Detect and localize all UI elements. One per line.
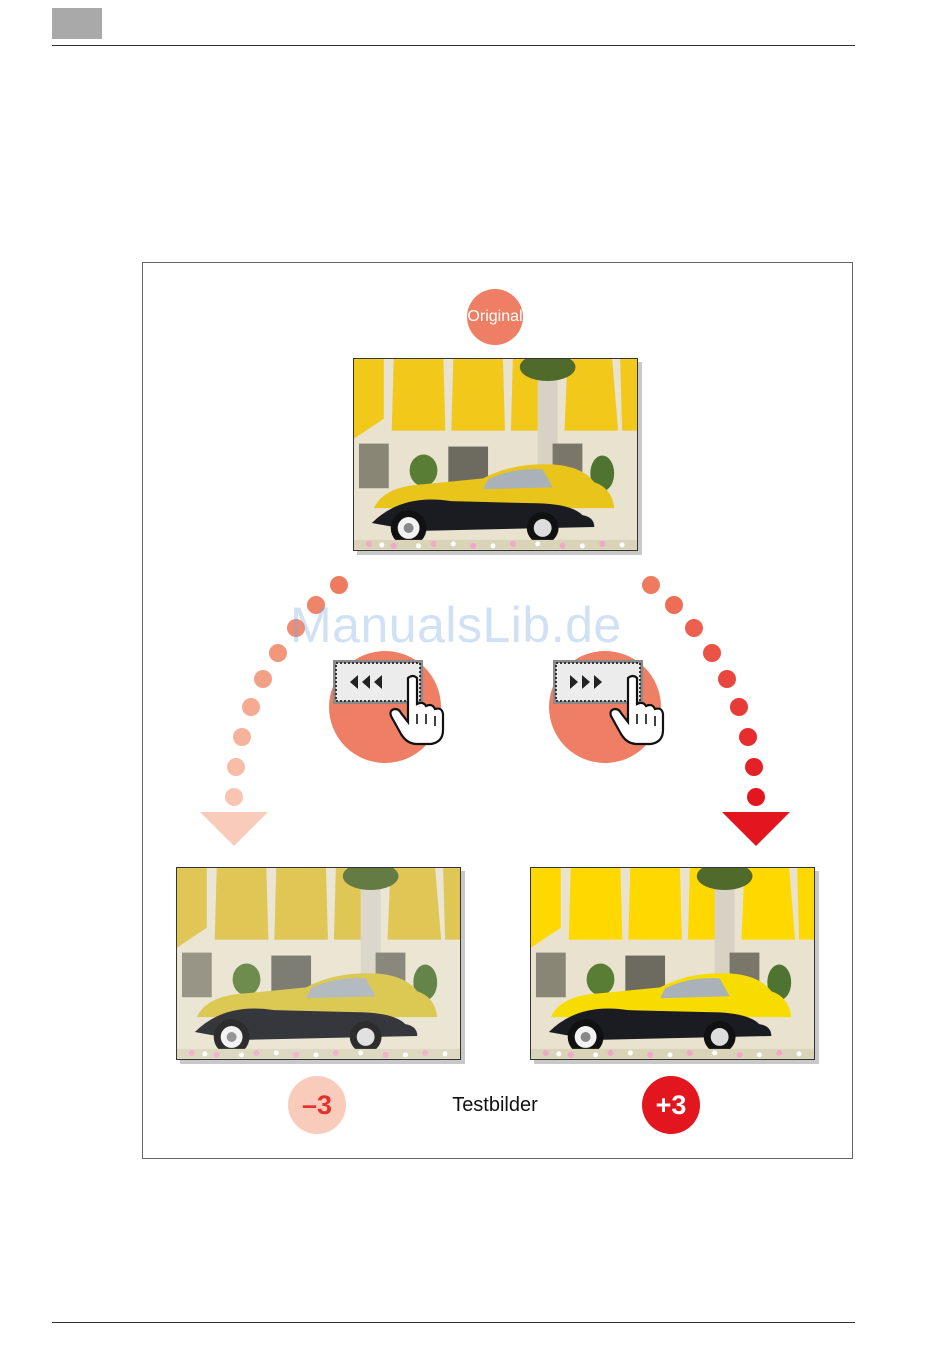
plus-3-badge: +3 bbox=[642, 1076, 700, 1134]
photo-minus-3 bbox=[176, 867, 461, 1060]
watermark: ManualsLib.de bbox=[290, 596, 622, 654]
caption: Testbilder bbox=[420, 1094, 570, 1117]
plus-3-badge-label: +3 bbox=[656, 1090, 687, 1121]
right-arrowhead bbox=[722, 812, 790, 846]
left-arrowhead bbox=[200, 812, 268, 846]
minus-3-badge-label: –3 bbox=[302, 1090, 332, 1121]
original-badge-label: Original bbox=[467, 308, 522, 326]
decrease-control bbox=[329, 651, 443, 763]
photo-original bbox=[353, 358, 638, 551]
increase-control bbox=[549, 651, 663, 763]
photo-plus-3 bbox=[530, 867, 815, 1060]
right-dotted-arc bbox=[642, 576, 790, 846]
minus-3-badge: –3 bbox=[288, 1076, 346, 1134]
original-badge: Original bbox=[467, 289, 523, 345]
